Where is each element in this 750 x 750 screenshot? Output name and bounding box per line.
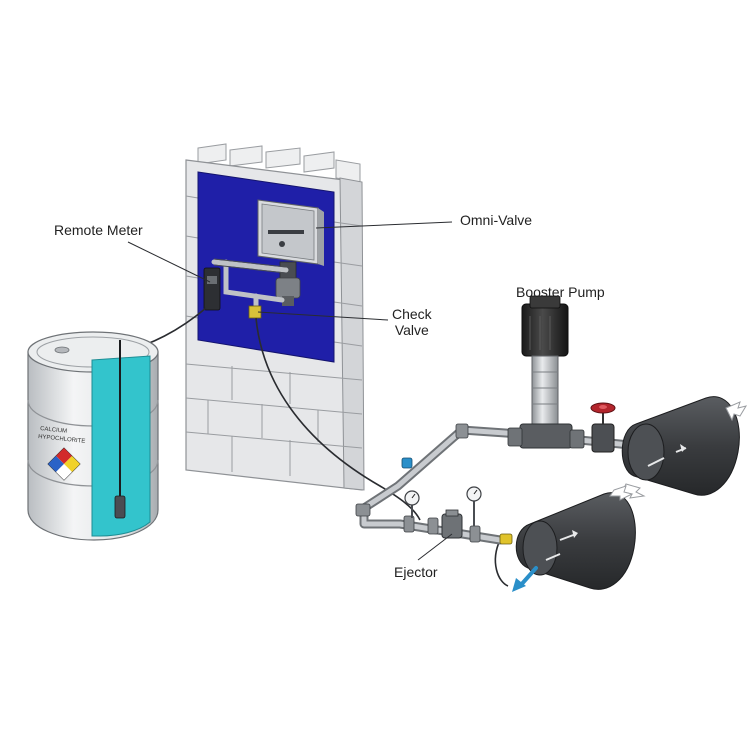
- ejector: [442, 510, 462, 538]
- label-check-valve: Check Valve: [392, 306, 432, 338]
- injection-fitting: [500, 534, 512, 544]
- flow-indicator: [402, 458, 412, 468]
- remote-meter: [204, 268, 220, 310]
- booster-pump: [508, 296, 584, 448]
- label-booster-pump: Booster Pump: [516, 284, 605, 300]
- tank-lower: [516, 493, 635, 590]
- label-ejector: Ejector: [394, 564, 438, 580]
- gate-valve: [591, 403, 615, 452]
- pressure-gauge-right: [467, 487, 481, 526]
- label-remote-meter: Remote Meter: [54, 222, 143, 238]
- label-omni-valve: Omni-Valve: [460, 212, 532, 228]
- tank-upper: [622, 397, 739, 496]
- label-check-valve-line1: Check: [392, 306, 432, 322]
- discharge-arrow-icon: [512, 568, 536, 592]
- label-check-valve-line2: Valve: [392, 322, 432, 338]
